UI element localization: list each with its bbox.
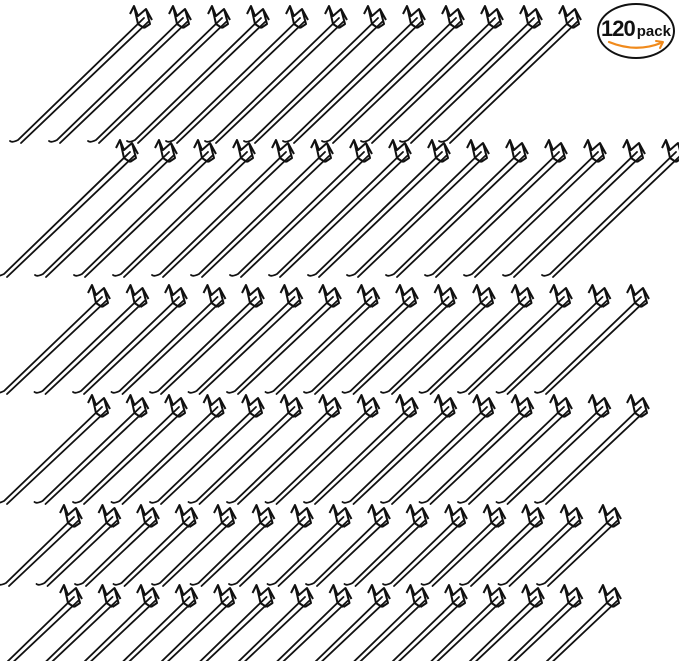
pegboard-hook-icon xyxy=(264,394,381,505)
pegboard-hook-icon xyxy=(341,284,458,395)
pegboard-hook-icon xyxy=(360,5,504,144)
pegboard-hook-icon xyxy=(314,584,391,661)
pegboard-hook-icon xyxy=(343,504,430,587)
pegboard-hook-icon xyxy=(353,584,430,661)
pegboard-hook-icon xyxy=(0,504,83,587)
pegboard-hook-icon xyxy=(268,139,412,278)
pegboard-hook-icon xyxy=(307,139,451,278)
pegboard-hook-icon xyxy=(382,504,468,587)
pegboard-hook-icon xyxy=(110,394,227,505)
pegboard-hook-icon xyxy=(72,394,188,505)
pegboard-hook-icon xyxy=(74,504,160,587)
pegboard-hook-icon xyxy=(0,394,111,505)
pegboard-hook-icon xyxy=(399,5,543,144)
pegboard-hook-icon xyxy=(438,5,582,144)
pegboard-hook-icon xyxy=(33,394,150,505)
pegboard-hook-icon xyxy=(204,5,348,144)
pegboard-hook-icon xyxy=(83,584,160,661)
pegboard-hook-icon xyxy=(112,504,199,587)
pegboard-hook-icon xyxy=(34,139,178,278)
pegboard-hook-icon xyxy=(151,504,237,587)
pegboard-hook-icon xyxy=(536,504,622,587)
pegboard-hook-icon xyxy=(380,284,496,395)
pegboard-hook-icon xyxy=(495,284,612,395)
pegboard-hook-icon xyxy=(341,394,458,505)
pegboard-hook-icon xyxy=(45,584,122,661)
pegboard-hook-icon xyxy=(385,139,529,278)
pegboard-hook-icon xyxy=(305,504,391,587)
pegboard-hook-icon xyxy=(276,584,353,661)
pegboard-hook-icon xyxy=(126,5,270,144)
pegboard-hook-icon xyxy=(72,284,188,395)
pegboard-hook-icon xyxy=(187,284,304,395)
pegboard-hook-icon xyxy=(545,584,622,661)
pegboard-hook-icon xyxy=(160,584,237,661)
pegboard-hook-icon xyxy=(35,504,122,587)
pegboard-hook-icon xyxy=(266,504,353,587)
pegboard-hook-icon xyxy=(187,394,304,505)
pegboard-hook-icon xyxy=(495,394,612,505)
pegboard-hook-icon xyxy=(457,394,573,505)
pegboard-hook-icon xyxy=(463,139,607,278)
pegboard-hook-icon xyxy=(228,504,314,587)
pegboard-hook-icon xyxy=(418,284,535,395)
pegboard-hook-icon xyxy=(346,139,490,278)
pegboard-hook-icon xyxy=(149,284,265,395)
pegboard-hook-icon xyxy=(229,139,373,278)
pegboard-hook-icon xyxy=(418,394,535,505)
pegboard-hook-icon xyxy=(507,584,584,661)
pegboard-hook-icon xyxy=(189,504,276,587)
pegboard-hook-icon xyxy=(112,139,256,278)
pegboard-hook-icon xyxy=(303,284,419,395)
pegboard-hook-icon xyxy=(73,139,217,278)
badge-count: 120 xyxy=(601,16,636,41)
pegboard-hook-icon xyxy=(534,284,650,395)
pegboard-hook-icon xyxy=(391,584,468,661)
pegboard-hook-icon xyxy=(6,584,83,661)
pegboard-hook-icon xyxy=(48,5,192,144)
pegboard-hook-icon xyxy=(87,5,231,144)
pegboard-hook-icon xyxy=(497,504,584,587)
pegboard-hook-icon xyxy=(190,139,334,278)
pegboard-hook-icon xyxy=(226,284,342,395)
pegboard-hook-icon xyxy=(303,394,419,505)
pegboard-hook-icon xyxy=(321,5,465,144)
pegboard-hook-icon xyxy=(264,284,381,395)
pegboard-hook-icon xyxy=(380,394,496,505)
pegboard-hook-icon xyxy=(226,394,342,505)
pegboard-hook-icon xyxy=(541,139,679,278)
pegboard-hook-icon xyxy=(424,139,568,278)
pegboard-hook-icon xyxy=(534,394,650,505)
pegboard-hook-icon xyxy=(110,284,227,395)
pegboard-hook-icon xyxy=(430,584,507,661)
pegboard-hook-icon xyxy=(122,584,199,661)
badge-outline xyxy=(597,3,675,59)
pegboard-hook-icon xyxy=(457,284,573,395)
badge-unit: pack xyxy=(636,23,671,40)
pegboard-hook-icon xyxy=(0,284,111,395)
pegboard-hook-icon xyxy=(149,394,265,505)
pegboard-hook-icon xyxy=(502,139,646,278)
pegboard-hook-icon xyxy=(243,5,387,144)
pegboard-hook-icon xyxy=(420,504,507,587)
pegboard-hook-icon xyxy=(282,5,426,144)
pegboard-hook-icon xyxy=(468,584,545,661)
pegboard-hook-icon xyxy=(165,5,309,144)
curved-arrow-smile-icon xyxy=(607,40,664,49)
pegboard-hook-icon xyxy=(33,284,150,395)
pegboard-hook-icon xyxy=(0,139,139,278)
pegboard-hook-icon xyxy=(459,504,545,587)
pegboard-hook-icon xyxy=(199,584,276,661)
pegboard-hook-icon xyxy=(237,584,314,661)
pegboard-hook-icon xyxy=(151,139,295,278)
pegboard-hook-icon xyxy=(9,5,153,144)
